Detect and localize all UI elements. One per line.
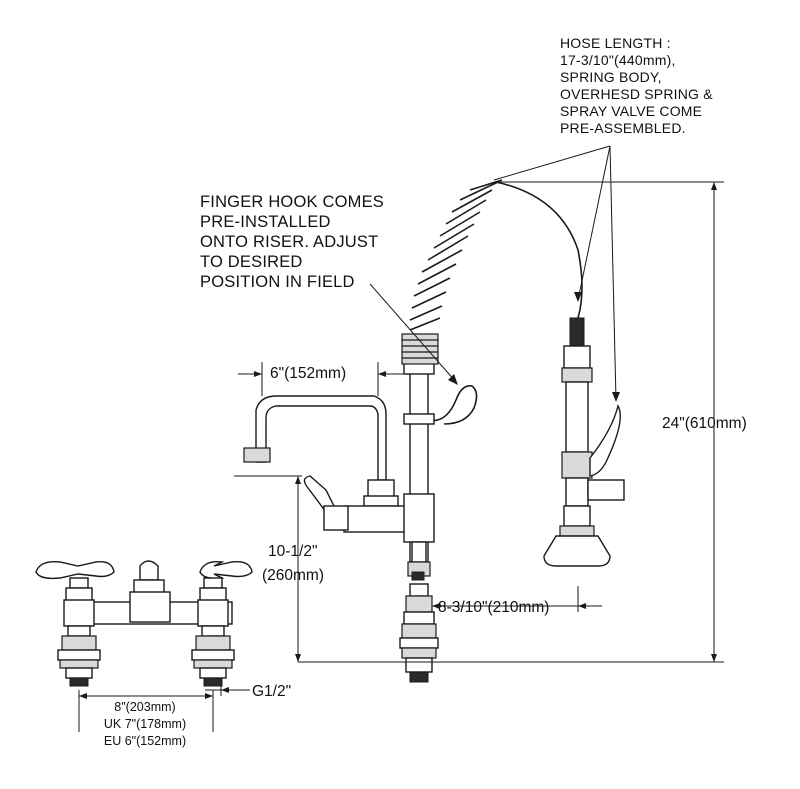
hose-note-line-2: 17-3/10"(440mm), [560,52,676,68]
spout-height-label-in: 10-1/2" [268,543,317,560]
overall-height-label: 24"(610mm) [662,415,747,432]
hose-note-line-1: HOSE LENGTH : [560,35,671,51]
centers-dimension [78,686,250,732]
hose-note-line-5: SPRAY VALVE COME [560,103,702,119]
hook-note-line-2: PRE-INSTALLED [200,213,331,231]
hook-note-line-1: FINGER HOOK COMES [200,193,384,211]
centers-label-1: 8"(203mm) [114,700,175,714]
leader-lines [369,145,620,402]
hose-note-line-4: OVERHESD SPRING & [560,86,713,102]
hook-note-line-5: POSITION IN FIELD [200,273,355,291]
hose-note-line-6: PRE-ASSEMBLED. [560,120,686,136]
spout-reach-label: 6"(152mm) [270,365,346,382]
spout-height-label-mm: (260mm) [262,567,324,584]
hook-note: FINGER HOOK COMES PRE-INSTALLED ONTO RIS… [200,193,384,291]
deck-faucet [35,560,253,687]
hook-note-line-3: ONTO RISER. ADJUST [200,233,378,251]
spray-valve [543,317,625,567]
centers-label-3: EU 6"(152mm) [104,734,186,748]
hose-note-line-3: SPRING BODY, [560,69,662,85]
hook-note-line-4: TO DESIRED [200,253,303,271]
hose-note: HOSE LENGTH : 17-3/10"(440mm), SPRING BO… [560,35,713,136]
pre-rinse-unit [243,179,583,683]
spray-offset-label: 8-3/10"(210mm) [438,599,549,616]
dimension-lines [234,181,724,663]
centers-label-2: UK 7"(178mm) [104,717,186,731]
connection-label: G1/2" [252,683,291,700]
